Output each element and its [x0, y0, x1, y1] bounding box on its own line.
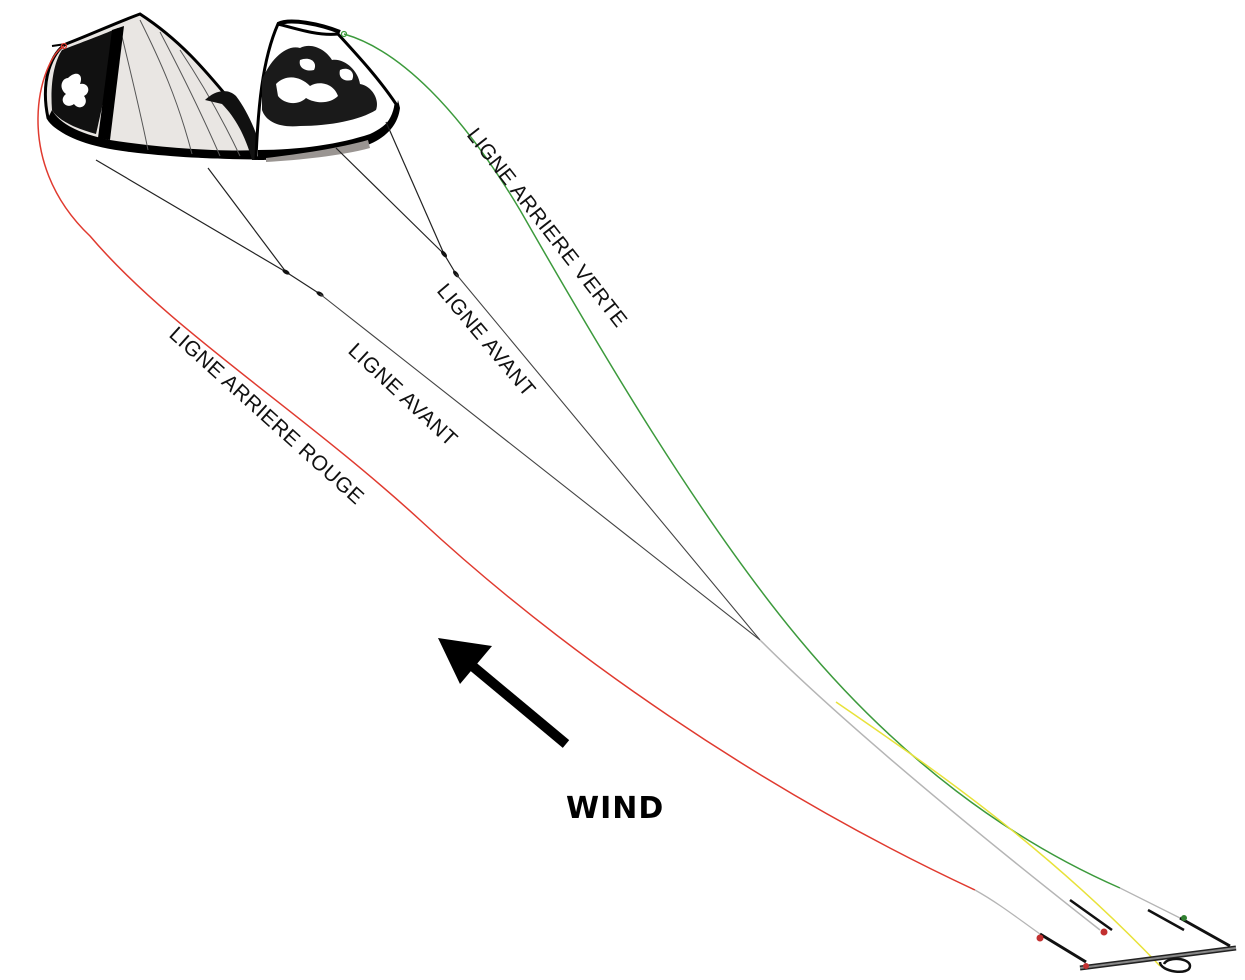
arrow-up-left-icon: [438, 638, 570, 748]
red-back-line-lower: [974, 889, 1041, 935]
front-line-right: [455, 273, 761, 641]
red-back-line: [37, 45, 976, 891]
green-back-line: [343, 33, 1121, 889]
wind-label: WIND: [566, 791, 664, 826]
green-line-attach: [340, 30, 348, 38]
bridle-pulleys: [282, 250, 459, 297]
control-bar-icon: [1036, 898, 1237, 974]
front-line-left: [319, 293, 761, 641]
label-front-line-left: LIGNE AVANT: [344, 339, 462, 451]
bridle-lines: [95, 121, 457, 295]
red-line-attach: [60, 42, 68, 50]
green-back-line-lower: [1119, 887, 1181, 919]
label-front-line-right: LIGNE AVANT: [432, 279, 540, 401]
label-back-line-green: LIGNE ARRIERE VERTE: [462, 124, 632, 332]
depower-line: [835, 701, 1161, 967]
label-back-line-red: LIGNE ARRIERE ROUGE: [165, 323, 369, 510]
kite-icon: [43, 12, 400, 162]
front-line-lower: [759, 639, 1101, 931]
